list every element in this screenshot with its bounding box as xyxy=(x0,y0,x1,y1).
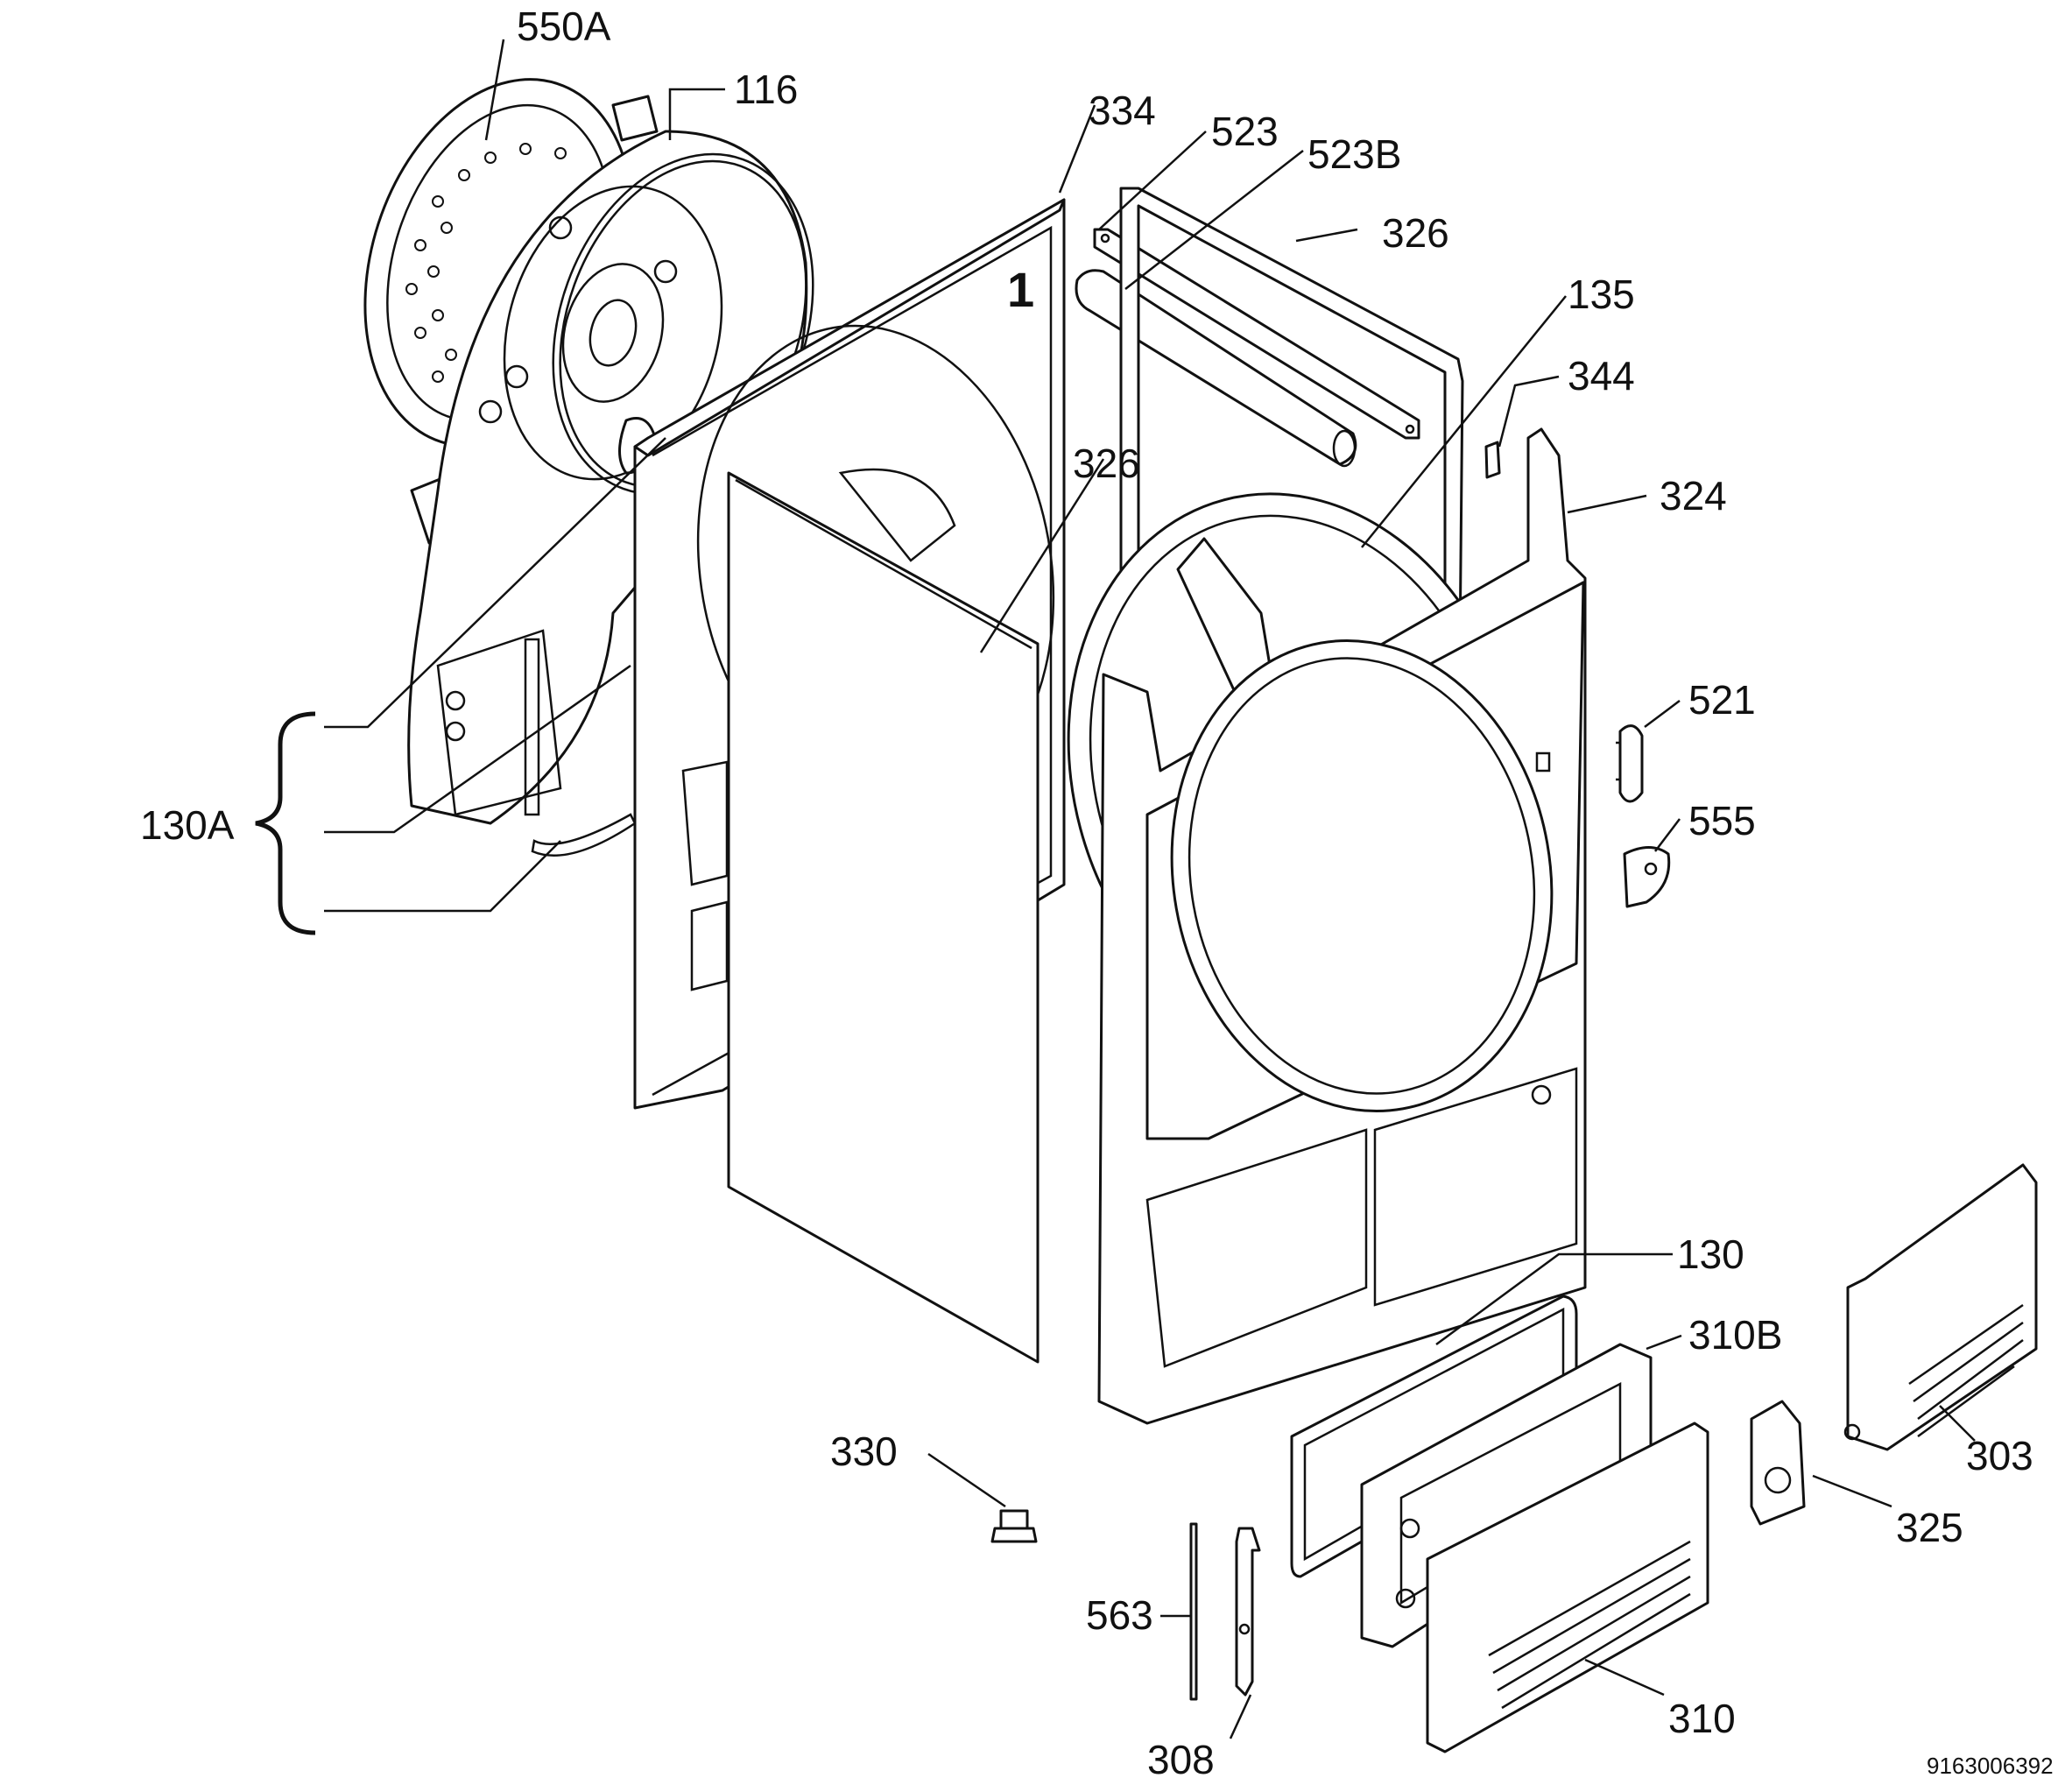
callout-326-mid: 326 xyxy=(1073,441,1140,486)
callout-521: 521 xyxy=(1688,677,1756,723)
callout-325: 325 xyxy=(1896,1505,1963,1550)
callout-324: 324 xyxy=(1660,473,1727,519)
filter-grille-303 xyxy=(1843,1163,2038,1451)
callout-523B: 523B xyxy=(1307,131,1401,177)
top-rail-523 xyxy=(1093,228,1420,440)
brace-130A xyxy=(255,711,316,935)
callout-555: 555 xyxy=(1688,798,1756,843)
callout-308: 308 xyxy=(1147,1737,1215,1782)
adjustable-foot-330 xyxy=(990,1509,1038,1543)
svg-text:1: 1 xyxy=(1007,262,1034,317)
bracket-344 xyxy=(1484,441,1501,479)
callout-labels: 550A 116 334 523 523B 326 135 344 326 32… xyxy=(140,4,2054,1782)
callout-303: 303 xyxy=(1966,1433,2033,1478)
front-door-310 xyxy=(1426,1422,1709,1753)
handle-bar-563 xyxy=(1189,1522,1198,1701)
callout-563: 563 xyxy=(1086,1592,1153,1638)
callout-523: 523 xyxy=(1211,109,1279,154)
hinge-tube-523B xyxy=(1075,269,1357,468)
callout-310: 310 xyxy=(1668,1696,1736,1741)
callout-334: 334 xyxy=(1089,88,1156,133)
leader-lines xyxy=(324,39,1976,1739)
callout-130A: 130A xyxy=(140,802,235,848)
callout-130: 130 xyxy=(1677,1231,1744,1277)
door-catch-325 xyxy=(1750,1400,1806,1526)
front-frame-324 xyxy=(1097,427,1587,1425)
callout-116: 116 xyxy=(734,67,798,112)
cap-555 xyxy=(1623,846,1671,908)
callout-326-top: 326 xyxy=(1382,210,1449,256)
callout-550A: 550A xyxy=(517,4,611,49)
side-panel-326 xyxy=(727,471,1040,1364)
document-number: 9163006392 xyxy=(1927,1753,2054,1779)
callout-330: 330 xyxy=(830,1429,898,1474)
hinge-bracket-308 xyxy=(1235,1527,1261,1697)
callout-310B: 310B xyxy=(1688,1312,1782,1358)
callout-135: 135 xyxy=(1568,272,1635,317)
callout-344: 344 xyxy=(1568,353,1635,399)
lamp-cover-521 xyxy=(1616,724,1644,803)
